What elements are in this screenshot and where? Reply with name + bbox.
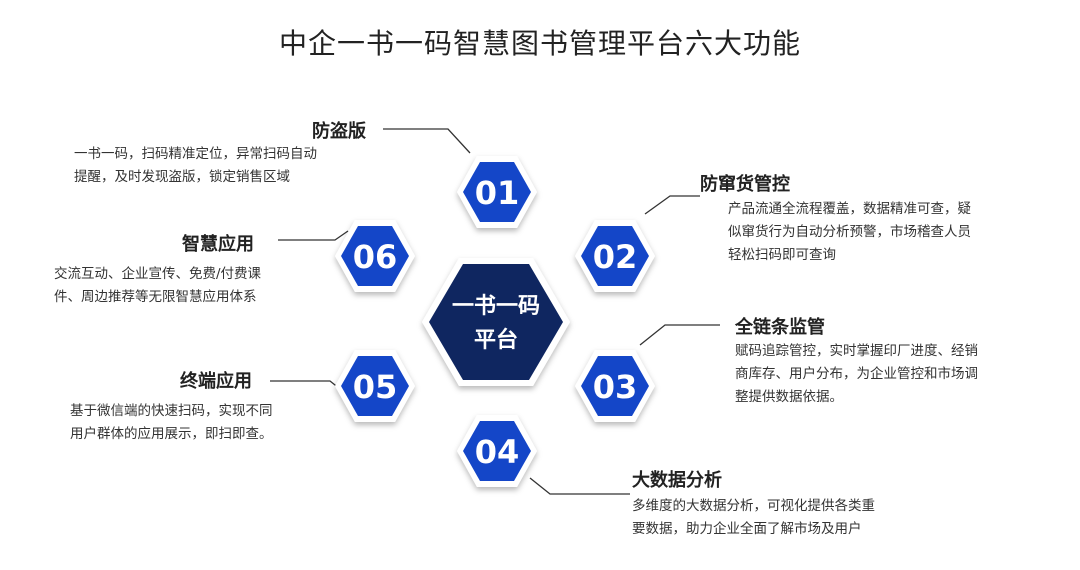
- connector-line-05: [270, 380, 346, 394]
- hexagon-03: [581, 356, 649, 416]
- feature-desc-02: 产品流通全流程覆盖，数据精准可查，疑 似窜货行为自动分析预警，市场稽查人员 轻松…: [728, 198, 1028, 267]
- feature-title-06: 智慧应用: [182, 234, 254, 255]
- feature-desc-03: 赋码追踪管控，实时掌握印厂进度、经销 商库存、用户分布，为企业管控和市场调 整提…: [735, 340, 1035, 409]
- feature-title-05: 终端应用: [180, 371, 252, 392]
- connector-line-02: [644, 195, 700, 215]
- hexagon-number-06: 06: [353, 238, 398, 276]
- feature-desc-02-line3: 轻松扫码即可查询: [728, 247, 836, 263]
- feature-title-03: 全链条监管: [735, 317, 825, 338]
- feature-desc-04-line2: 要数据，助力企业全面了解市场及用户: [632, 521, 862, 537]
- feature-desc-01-line2: 提醒，及时发现盗版，锁定销售区域: [74, 169, 290, 185]
- feature-desc-04: 多维度的大数据分析，可视化提供各类重 要数据，助力企业全面了解市场及用户: [632, 495, 932, 541]
- feature-desc-02-line1: 产品流通全流程覆盖，数据精准可查，疑: [728, 201, 971, 217]
- hexagon-number-04: 04: [475, 433, 520, 471]
- feature-desc-06-line1: 交流互动、企业宣传、免费/付费课: [54, 266, 262, 282]
- connector-line-01: [383, 128, 471, 154]
- feature-desc-03-line1: 赋码追踪管控，实时掌握印厂进度、经销: [735, 343, 978, 359]
- feature-title-02: 防窜货管控: [700, 174, 790, 195]
- feature-desc-05-line1: 基于微信端的快速扫码，实现不同: [70, 403, 273, 419]
- center-text-line2: 平台: [474, 327, 518, 353]
- connector-line-03: [639, 324, 720, 346]
- feature-desc-04-line1: 多维度的大数据分析，可视化提供各类重: [632, 498, 875, 514]
- feature-desc-01-line1: 一书一码，扫码精准定位，异常扫码自动: [74, 146, 317, 162]
- feature-desc-06: 交流互动、企业宣传、免费/付费课 件、周边推荐等无限智慧应用体系: [54, 263, 334, 309]
- hexagon-04: [463, 421, 531, 481]
- hexagon-01: [463, 162, 531, 222]
- feature-desc-05: 基于微信端的快速扫码，实现不同 用户群体的应用展示，即扫即查。: [70, 400, 350, 446]
- center-text-line1: 一书一码: [452, 294, 540, 319]
- hexagon-number-03: 03: [593, 368, 638, 406]
- feature-title-01: 防盗版: [312, 121, 366, 142]
- feature-title-04: 大数据分析: [632, 470, 722, 491]
- center-hexagon: [429, 264, 563, 380]
- hexagon-02: [581, 226, 649, 286]
- hexagon-06: [341, 226, 409, 286]
- page-title: 中企一书一码智慧图书管理平台六大功能: [278, 27, 801, 60]
- feature-desc-05-line2: 用户群体的应用展示，即扫即查。: [70, 426, 273, 442]
- feature-desc-03-line2: 商库存、用户分布，为企业管控和市场调: [735, 366, 978, 382]
- hexagon-number-05: 05: [353, 368, 398, 406]
- hexagon-number-01: 01: [475, 174, 520, 212]
- connector-line-06: [278, 230, 349, 241]
- feature-desc-03-line3: 整提供数据依据。: [735, 389, 843, 405]
- feature-desc-02-line2: 似窜货行为自动分析预警，市场稽查人员: [728, 224, 971, 240]
- connector-line-04: [529, 477, 630, 495]
- feature-desc-01: 一书一码，扫码精准定位，异常扫码自动 提醒，及时发现盗版，锁定销售区域: [74, 143, 374, 189]
- hexagon-05: [341, 356, 409, 416]
- feature-desc-06-line2: 件、周边推荐等无限智慧应用体系: [54, 289, 257, 305]
- hexagon-number-02: 02: [593, 238, 638, 276]
